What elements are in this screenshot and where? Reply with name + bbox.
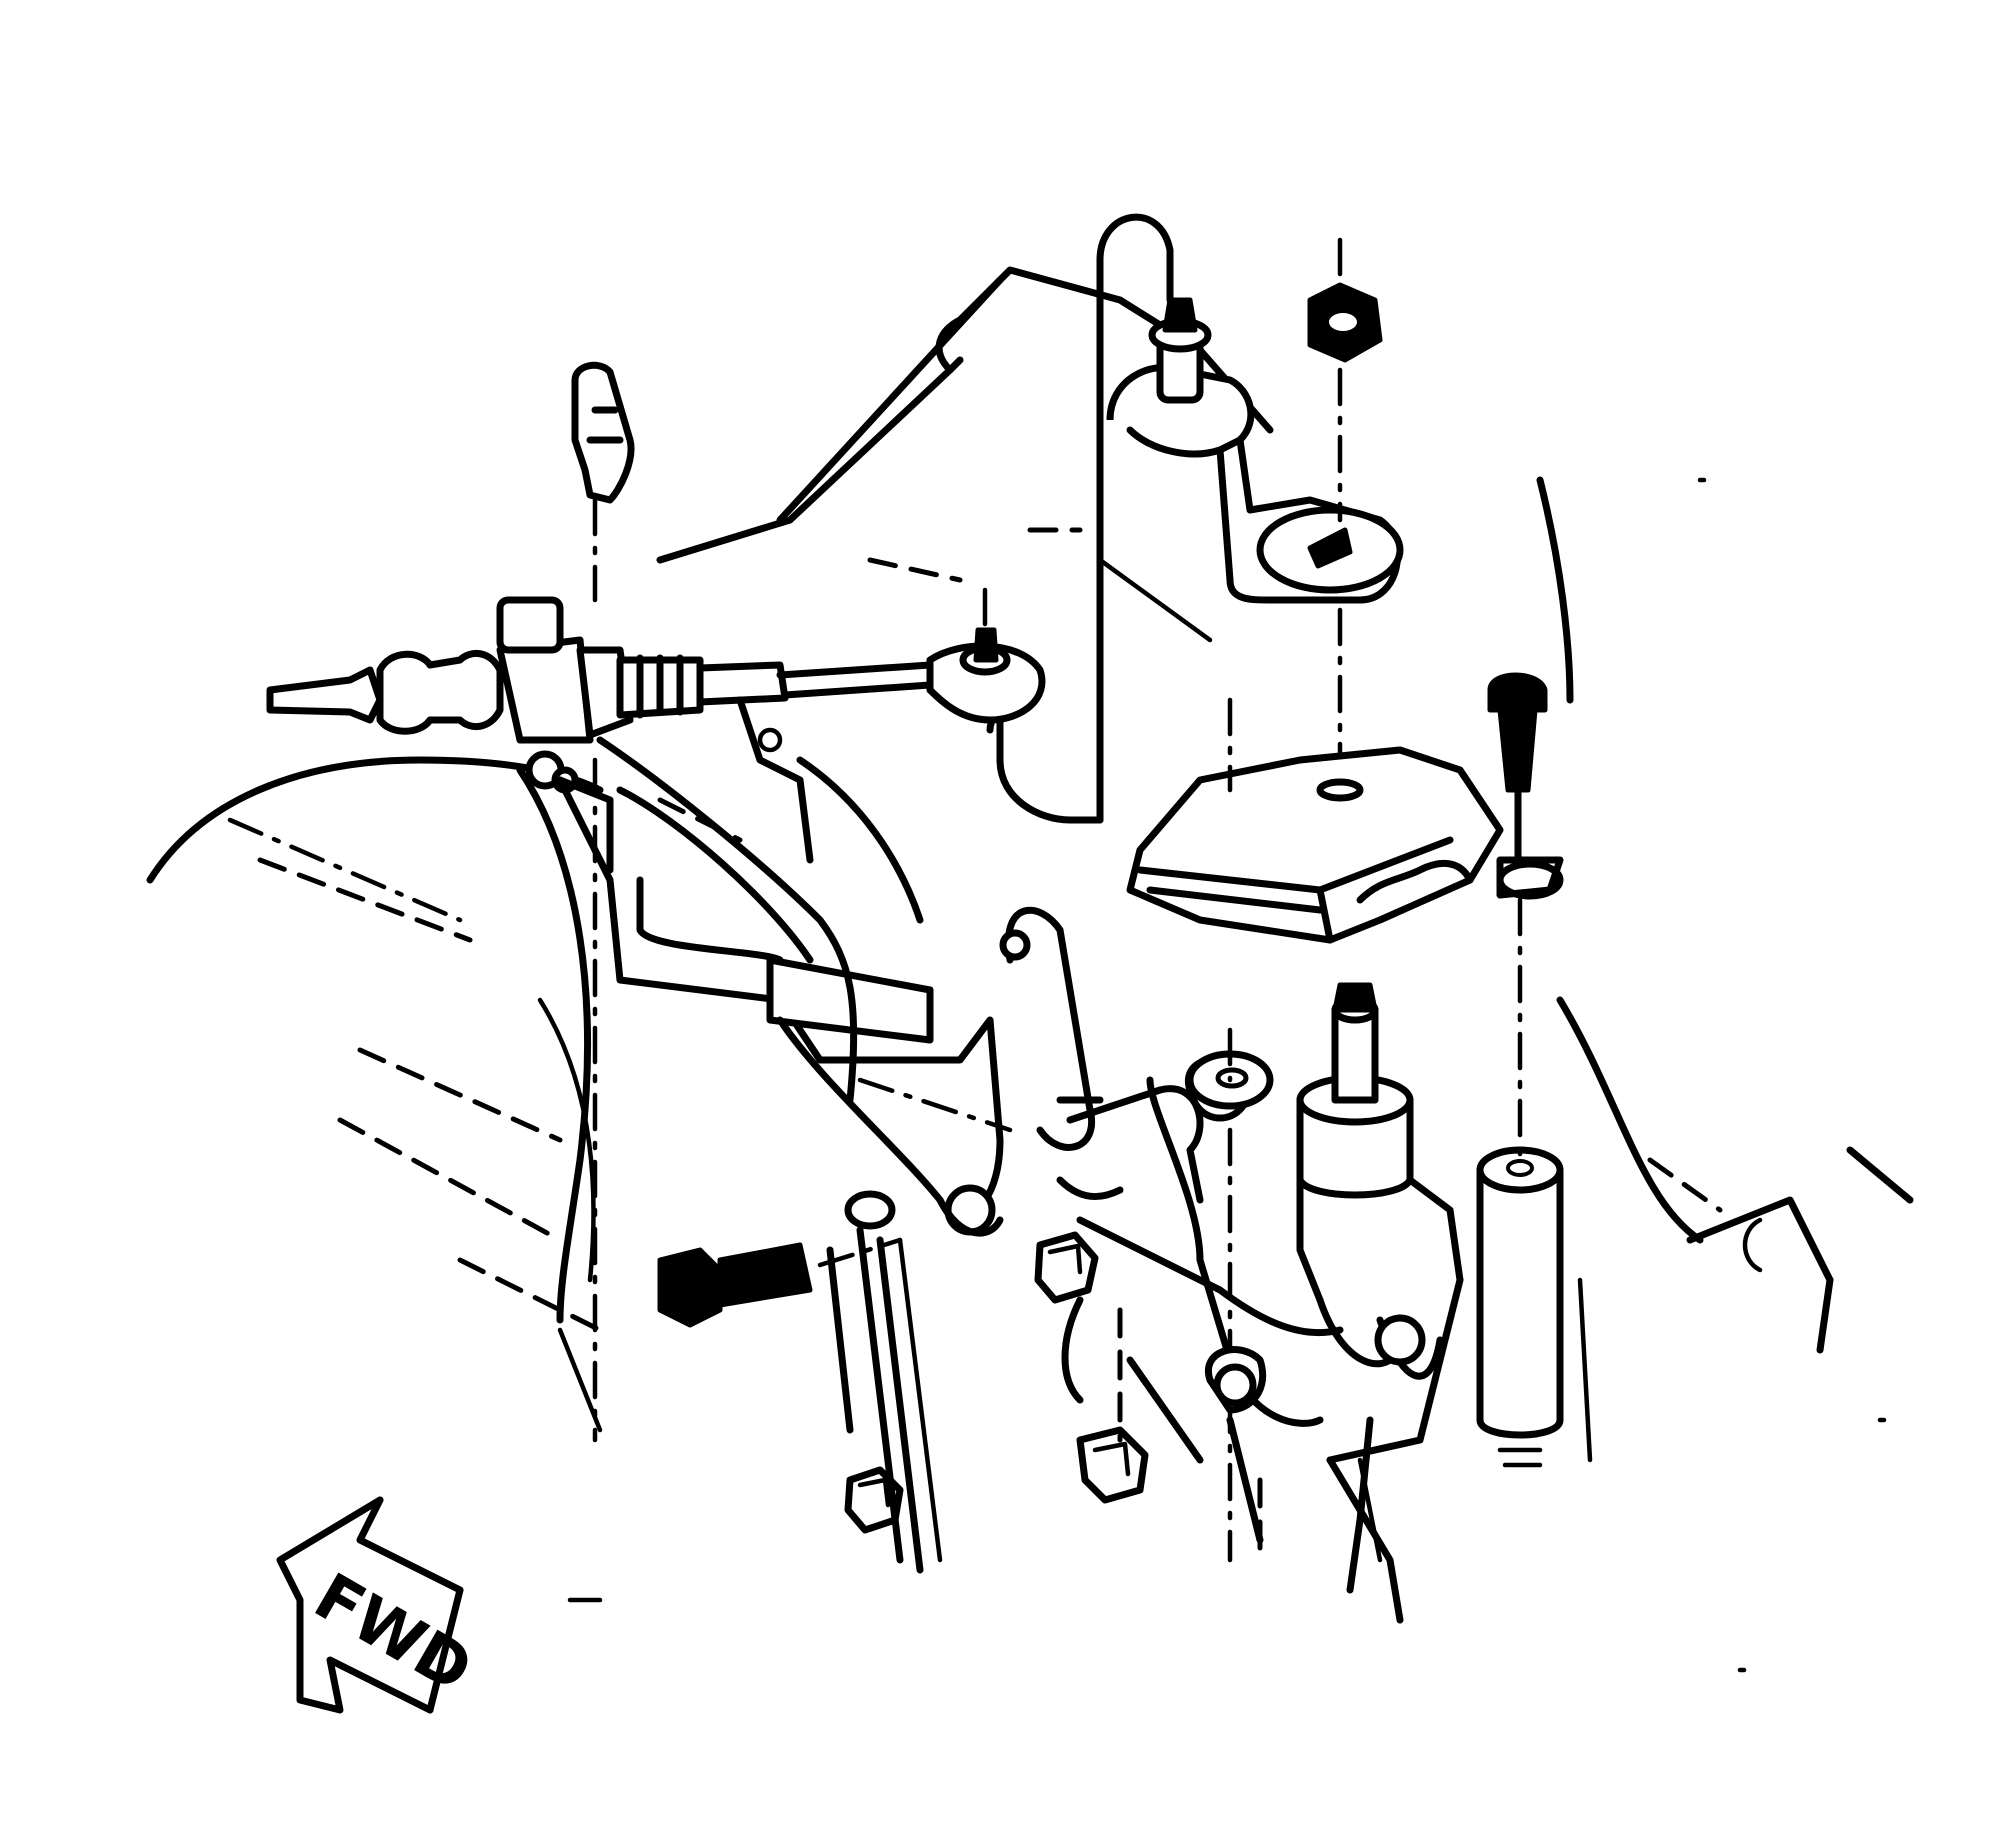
transmission-housing [146,756,604,1433]
lower-support-arms [826,1226,1123,1574]
control-module [1126,697,1564,944]
cable-support-bracket [556,776,1004,1237]
stud-boss [1476,897,1564,1468]
lower-nut-right [1034,1231,1099,1304]
transmission-case [656,266,1914,1463]
module-bolt [1487,672,1548,864]
lower-nut-center [1076,1426,1149,1504]
cable-retainer-clip [571,361,635,1443]
lower-bracket [1056,1027,1344,1563]
shift-shaft-housing [1296,982,1464,1464]
upper-bracket [1106,297,1404,604]
forward-arrow-icon [276,1496,464,1714]
forward-direction-label: FWD [302,1560,484,1708]
bracket-strip [596,696,858,1104]
top-nut [1307,237,1383,763]
bracket-washer [844,1190,896,1230]
cable-bracket-loop [986,213,1174,824]
bracket-bolt [657,1237,903,1328]
specks [567,477,1887,1673]
mount-bracket [1061,1076,1404,1624]
shift-cable [266,587,1046,794]
linkage-lever [857,906,1104,1151]
